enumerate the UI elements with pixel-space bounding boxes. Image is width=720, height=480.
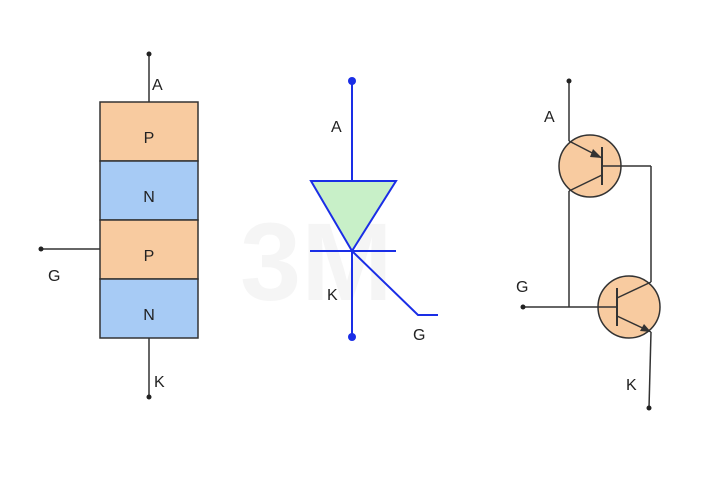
model-cathode-label: K bbox=[626, 377, 637, 394]
layer-label-3: P bbox=[144, 248, 155, 265]
diode-triangle bbox=[309, 180, 398, 253]
layer-label-2: N bbox=[143, 189, 155, 206]
model-anode-label: A bbox=[544, 109, 555, 126]
npn-collector bbox=[616, 281, 652, 299]
pnpn-structure: A P N P N G K bbox=[38, 51, 199, 400]
anode-terminal-dot bbox=[146, 51, 152, 57]
symbol-anode-dot bbox=[348, 77, 356, 85]
n-layer-2 bbox=[99, 278, 199, 339]
symbol-gate-label: G bbox=[413, 327, 425, 344]
gate-terminal-dot bbox=[38, 246, 44, 252]
structure-anode-label: A bbox=[152, 77, 163, 94]
npn-emitter-arrow bbox=[640, 324, 651, 332]
structure-cathode-label: K bbox=[154, 374, 165, 391]
cathode-terminal-dot bbox=[146, 394, 152, 400]
model-gate-dot bbox=[520, 304, 526, 310]
layer-label-1: P bbox=[144, 130, 155, 147]
model-anode-dot bbox=[566, 78, 572, 84]
model-gate-label: G bbox=[516, 279, 528, 296]
gate-line bbox=[351, 250, 438, 316]
n-layer-1 bbox=[99, 160, 199, 221]
thyristor-symbol: A K G bbox=[309, 77, 438, 344]
symbol-anode-label: A bbox=[331, 119, 342, 136]
two-transistor-model: A G K bbox=[516, 78, 661, 411]
model-cathode-dot bbox=[646, 405, 652, 411]
symbol-cathode-dot bbox=[348, 333, 356, 341]
symbol-cathode-label: K bbox=[327, 287, 338, 304]
layer-label-4: N bbox=[143, 307, 155, 324]
pnp-collector bbox=[568, 174, 603, 192]
structure-gate-label: G bbox=[48, 268, 60, 285]
model-cathode-lead bbox=[648, 331, 652, 409]
pnp-emitter-arrow bbox=[590, 149, 602, 158]
